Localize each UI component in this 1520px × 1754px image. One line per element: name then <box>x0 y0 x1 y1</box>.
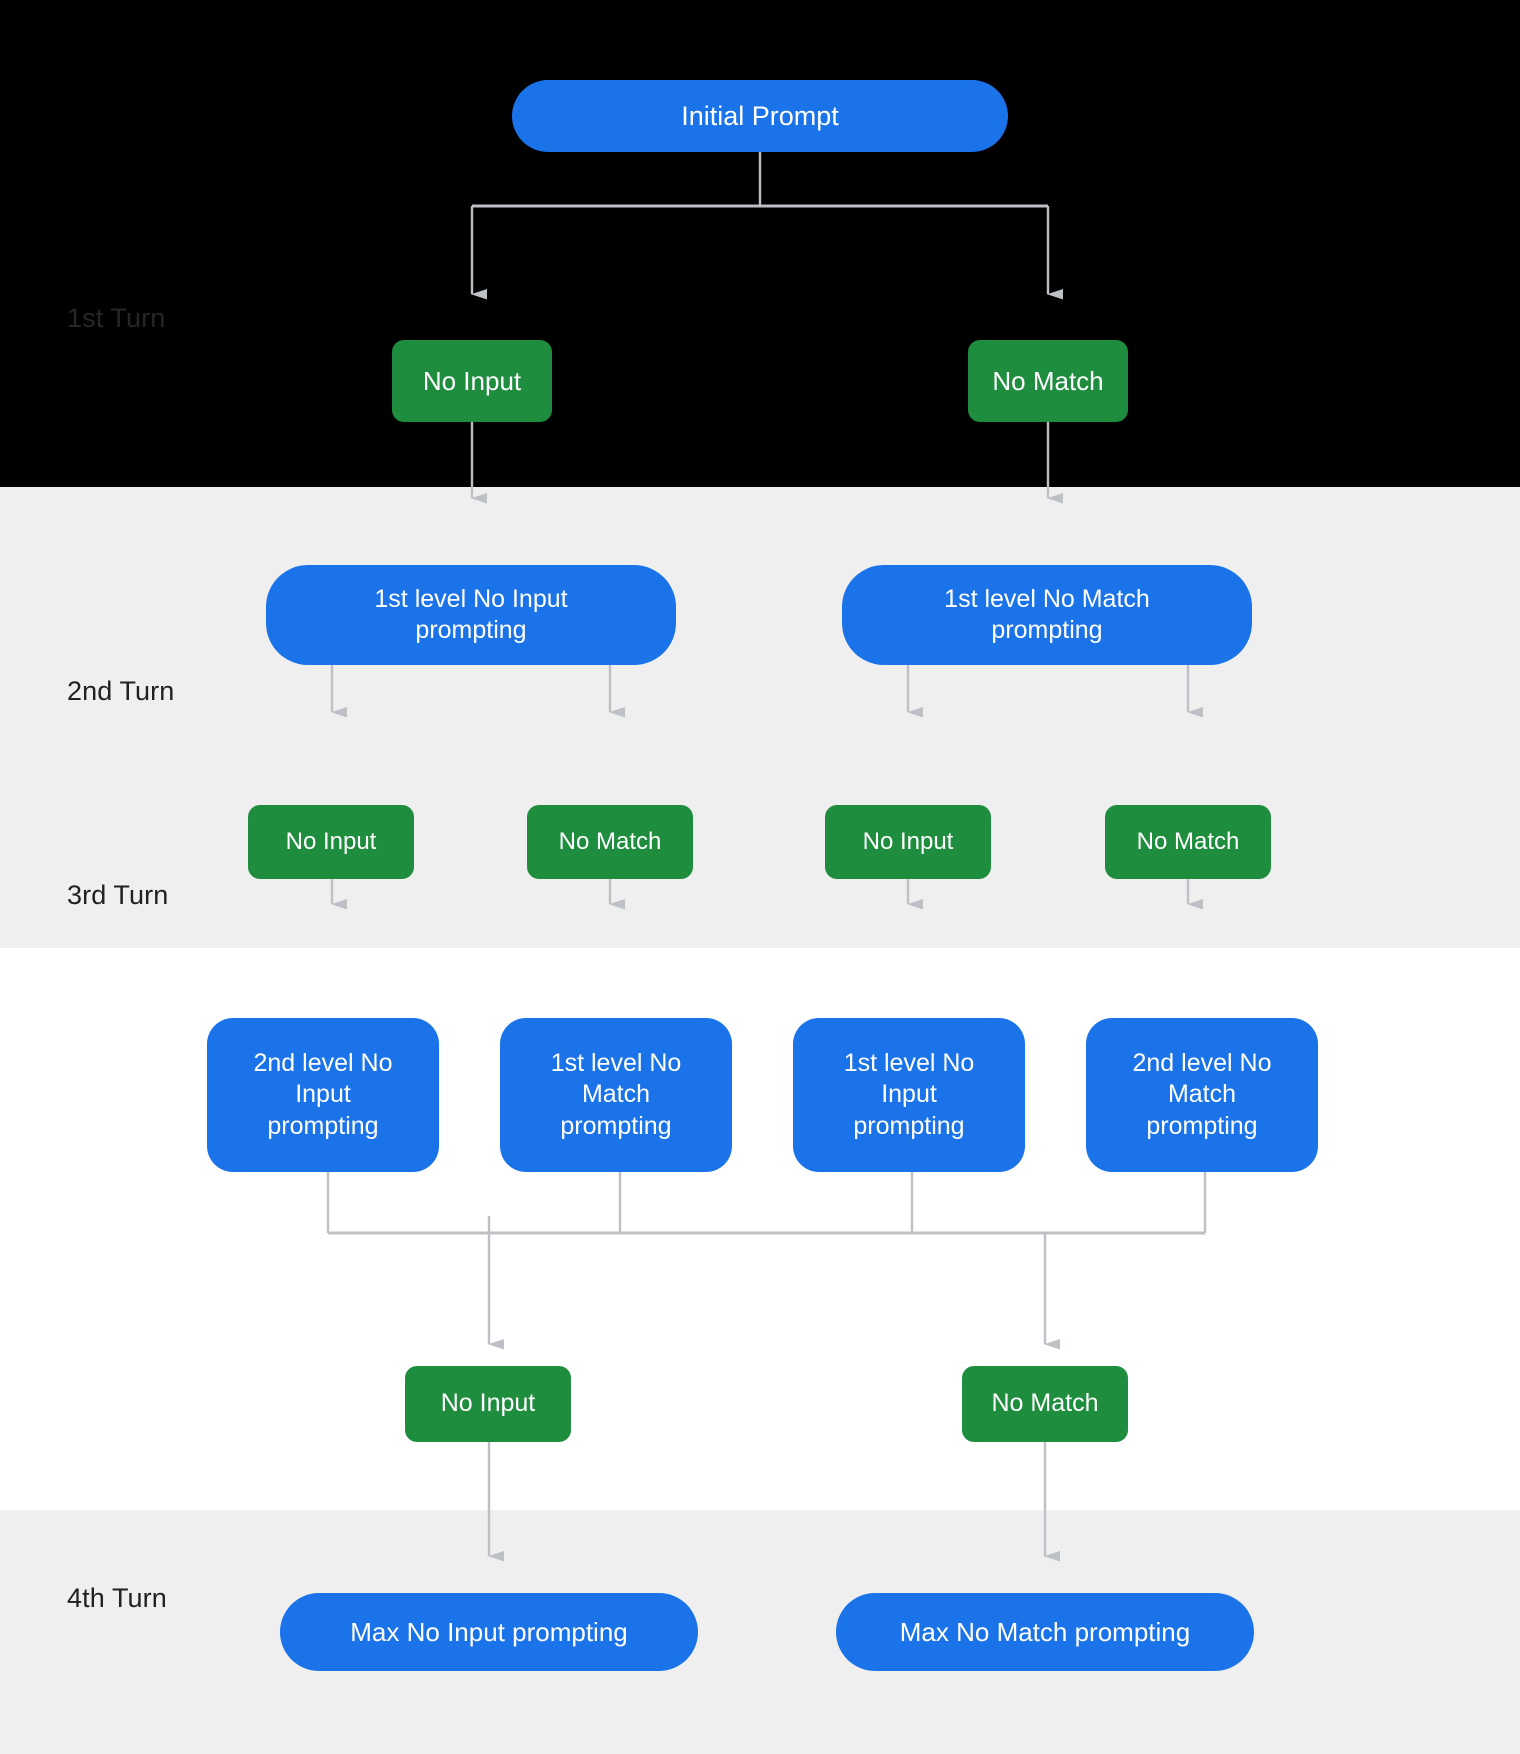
node-2nd-turn-prompt-no-match[interactable]: 1st level No Match prompting <box>842 565 1252 665</box>
node-3rd-turn-prompt-1st-level-no-match[interactable]: 1st level No Match prompting <box>500 1018 732 1172</box>
lane-label-1st-turn: 1st Turn <box>67 303 166 333</box>
node-3rd-turn-prompt-2nd-level-no-input[interactable]: 2nd level No Input prompting <box>207 1018 439 1172</box>
node-4th-turn-max-no-match-prompting[interactable]: Max No Match prompting <box>836 1593 1254 1671</box>
node-3rd-turn-prompt-1st-level-no-input[interactable]: 1st level No Input prompting <box>793 1018 1025 1172</box>
node-2nd-turn-no-match-b[interactable]: No Match <box>1105 805 1271 879</box>
node-3rd-turn-prompt-2nd-level-no-match[interactable]: 2nd level No Match prompting <box>1086 1018 1318 1172</box>
node-2nd-turn-no-match-a[interactable]: No Match <box>527 805 693 879</box>
lane-band-4th-turn <box>0 1510 1520 1754</box>
node-1st-turn-no-match[interactable]: No Match <box>968 340 1128 422</box>
node-2nd-turn-no-input-a[interactable]: No Input <box>248 805 414 879</box>
node-3rd-turn-no-match[interactable]: No Match <box>962 1366 1128 1442</box>
node-initial-prompt[interactable]: Initial Prompt <box>512 80 1008 152</box>
lane-label-4th-turn: 4th Turn <box>67 1583 167 1613</box>
lane-label-3rd-turn: 3rd Turn <box>67 880 169 910</box>
node-3rd-turn-no-input[interactable]: No Input <box>405 1366 571 1442</box>
node-4th-turn-max-no-input-prompting[interactable]: Max No Input prompting <box>280 1593 698 1671</box>
lane-label-2nd-turn: 2nd Turn <box>67 676 175 706</box>
node-1st-turn-no-input[interactable]: No Input <box>392 340 552 422</box>
node-2nd-turn-no-input-b[interactable]: No Input <box>825 805 991 879</box>
node-2nd-turn-prompt-no-input[interactable]: 1st level No Input prompting <box>266 565 676 665</box>
